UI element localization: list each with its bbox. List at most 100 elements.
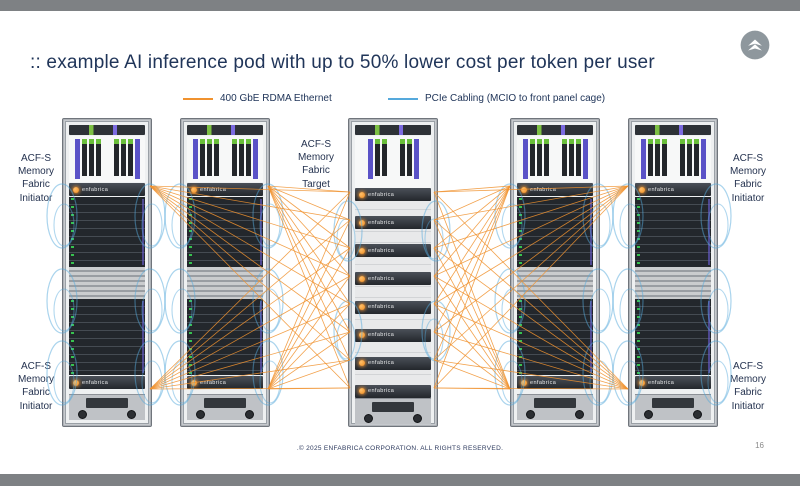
enfabrica-dot-icon: [191, 379, 197, 386]
caster-wheel: [526, 410, 535, 419]
label-target: ACF-S Memory Fabric Target: [297, 139, 335, 190]
nic-card: [529, 139, 535, 176]
cable-riser: [74, 139, 80, 179]
top-switch-unit: [635, 125, 711, 135]
enfabrica-label: enfabrica: [368, 191, 395, 198]
enfabrica-label: enfabrica: [368, 219, 395, 226]
top-switch-unit: [187, 125, 263, 135]
nic-card: [561, 139, 567, 176]
enfabrica-dot-icon: [359, 360, 365, 367]
pdu-unit: [86, 398, 128, 408]
caster-wheel: [413, 414, 422, 423]
nic-card: [238, 139, 244, 176]
nic-card: [575, 139, 581, 176]
nic-card: [693, 139, 699, 176]
ethernet-line-swatch: [183, 97, 213, 100]
top-switch-unit: [355, 125, 431, 135]
pcie-legend-label: PCIe Cabling (MCIO to front panel cage): [425, 93, 606, 104]
enfabrica-label: enfabrica: [82, 186, 109, 193]
gpu-server-block: [69, 197, 145, 267]
cable-riser: [640, 139, 646, 179]
gpu-server-block: [517, 299, 593, 375]
acfs-initiator-unit: enfabrica: [635, 376, 711, 389]
io-card-bay: [69, 136, 145, 182]
nic-card: [399, 139, 405, 176]
rack-initiator-1: enfabrica enfabrica: [62, 118, 152, 427]
nic-card: [113, 139, 119, 176]
nic-card: [654, 139, 660, 176]
enfabrica-dot-icon: [191, 186, 197, 193]
caster-wheel: [644, 410, 653, 419]
nic-card: [661, 139, 667, 176]
cable-riser: [367, 139, 373, 179]
copyright-footer: .© 2025 ENFABRICA CORPORATION. ALL RIGHT…: [296, 445, 504, 452]
blank-panel-block: [517, 267, 593, 299]
caster-wheel: [78, 410, 87, 419]
nic-card: [543, 139, 549, 176]
enfabrica-dot-icon: [639, 379, 645, 386]
cable-riser: [582, 139, 588, 179]
legend-pcie: PCIe Cabling (MCIO to front panel cage): [388, 93, 605, 104]
enfabrica-label: enfabrica: [368, 304, 395, 311]
enfabrica-dot-icon: [73, 379, 79, 386]
enfabrica-logo-icon: [740, 30, 770, 60]
rack-base: [187, 394, 263, 420]
nic-card: [206, 139, 212, 176]
gpu-server-block: [517, 197, 593, 267]
ethernet-legend-label: 400 GbE RDMA Ethernet: [220, 93, 332, 104]
rack-chassis: enfabrica enfabrica: [183, 121, 267, 424]
acfs-initiator-unit: enfabrica: [187, 376, 263, 389]
rack-chassis: enfabrica enfabrica enfabrica enfabrica enfa…: [351, 121, 435, 424]
rack-chassis: enfabrica enfabrica: [513, 121, 597, 424]
acfs-initiator-unit: enfabrica: [517, 183, 593, 196]
label-initiator-bottom-left: ACF-S Memory Fabric Initiator: [17, 361, 55, 412]
acfs-initiator-unit: enfabrica: [69, 183, 145, 196]
acfs-initiator-unit: enfabrica: [69, 376, 145, 389]
acfs-target-stack: enfabrica enfabrica enfabrica enfabrica enfa…: [355, 188, 431, 398]
acfs-target-unit: enfabrica: [355, 244, 431, 258]
blank-panel-block: [635, 267, 711, 299]
pdu-unit: [204, 398, 246, 408]
top-switch-unit: [69, 125, 145, 135]
enfabrica-label: enfabrica: [368, 247, 395, 254]
rack-initiator-3: enfabrica enfabrica: [510, 118, 600, 427]
slide-canvas: :: example AI inference pod with up to 5…: [0, 11, 800, 474]
enfabrica-label: enfabrica: [648, 379, 675, 386]
cable-riser: [522, 139, 528, 179]
top-chrome-bar: [0, 0, 800, 11]
enfabrica-label: enfabrica: [368, 388, 395, 395]
enfabrica-dot-icon: [73, 186, 79, 193]
enfabrica-label: enfabrica: [368, 275, 395, 282]
acfs-target-unit: enfabrica: [355, 300, 431, 314]
label-initiator-top-left: ACF-S Memory Fabric Initiator: [17, 153, 55, 204]
nic-card: [679, 139, 685, 176]
enfabrica-label: enfabrica: [200, 379, 227, 386]
enfabrica-dot-icon: [359, 388, 365, 395]
cable-riser: [700, 139, 706, 179]
pdu-unit: [534, 398, 576, 408]
enfabrica-logo: [740, 30, 770, 60]
caster-wheel: [127, 410, 136, 419]
nic-card: [231, 139, 237, 176]
acfs-target-unit: enfabrica: [355, 188, 431, 201]
rack-base: [517, 394, 593, 420]
enfabrica-dot-icon: [359, 332, 365, 339]
label-initiator-top-right: ACF-S Memory Fabric Initiator: [729, 153, 767, 204]
acfs-target-unit: enfabrica: [355, 356, 431, 370]
label-initiator-bottom-right: ACF-S Memory Fabric Initiator: [729, 361, 767, 412]
nic-card: [120, 139, 126, 176]
enfabrica-label: enfabrica: [648, 186, 675, 193]
acfs-initiator-unit: enfabrica: [635, 183, 711, 196]
legend-ethernet: 400 GbE RDMA Ethernet: [183, 93, 332, 104]
cable-riser: [413, 139, 419, 179]
rack-chassis: enfabrica enfabrica: [65, 121, 149, 424]
nic-card: [88, 139, 94, 176]
blank-panel-block: [187, 267, 263, 299]
caster-wheel: [693, 410, 702, 419]
acfs-target-unit: enfabrica: [355, 384, 431, 398]
acfs-initiator-unit: enfabrica: [517, 376, 593, 389]
io-card-bay: [635, 136, 711, 182]
nic-card: [374, 139, 380, 176]
enfabrica-label: enfabrica: [368, 360, 395, 367]
enfabrica-dot-icon: [359, 191, 365, 198]
